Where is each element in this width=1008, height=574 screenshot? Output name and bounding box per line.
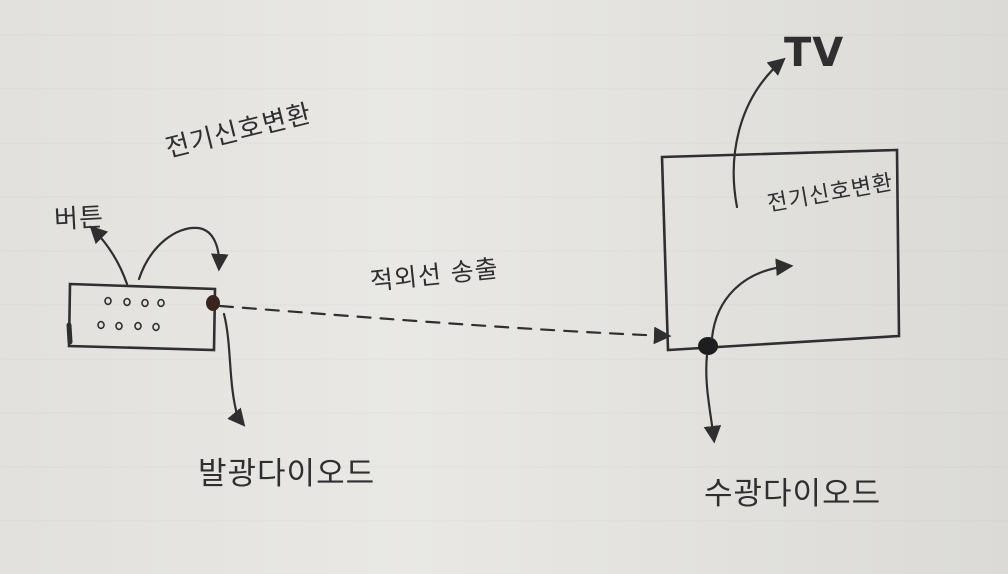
arrow-infrared (218, 304, 672, 345)
light-emitting-diode-label: 발광다이오드 (198, 456, 376, 492)
arrow-to-photodiode-label (703, 353, 722, 444)
led-dot (206, 295, 220, 311)
remote-body (67, 282, 217, 352)
photodiode-label: 수광다이오드 (704, 476, 882, 512)
arrow-to-button (89, 225, 129, 286)
arrow-conversion-left (137, 226, 229, 281)
photodiode-dot (698, 337, 718, 355)
remote-edge-mark (66, 322, 73, 345)
button-label: 버튼 (53, 202, 105, 236)
tv-receiver (660, 148, 901, 352)
arrow-to-led-label (222, 312, 246, 427)
tv-label: TV (784, 30, 845, 76)
remote-control (66, 282, 217, 352)
arrows (89, 57, 794, 444)
tv-box (660, 148, 901, 352)
arrow-conversion-right (710, 258, 794, 340)
remote-buttons (97, 296, 165, 332)
arrow-to-tv (732, 57, 786, 209)
